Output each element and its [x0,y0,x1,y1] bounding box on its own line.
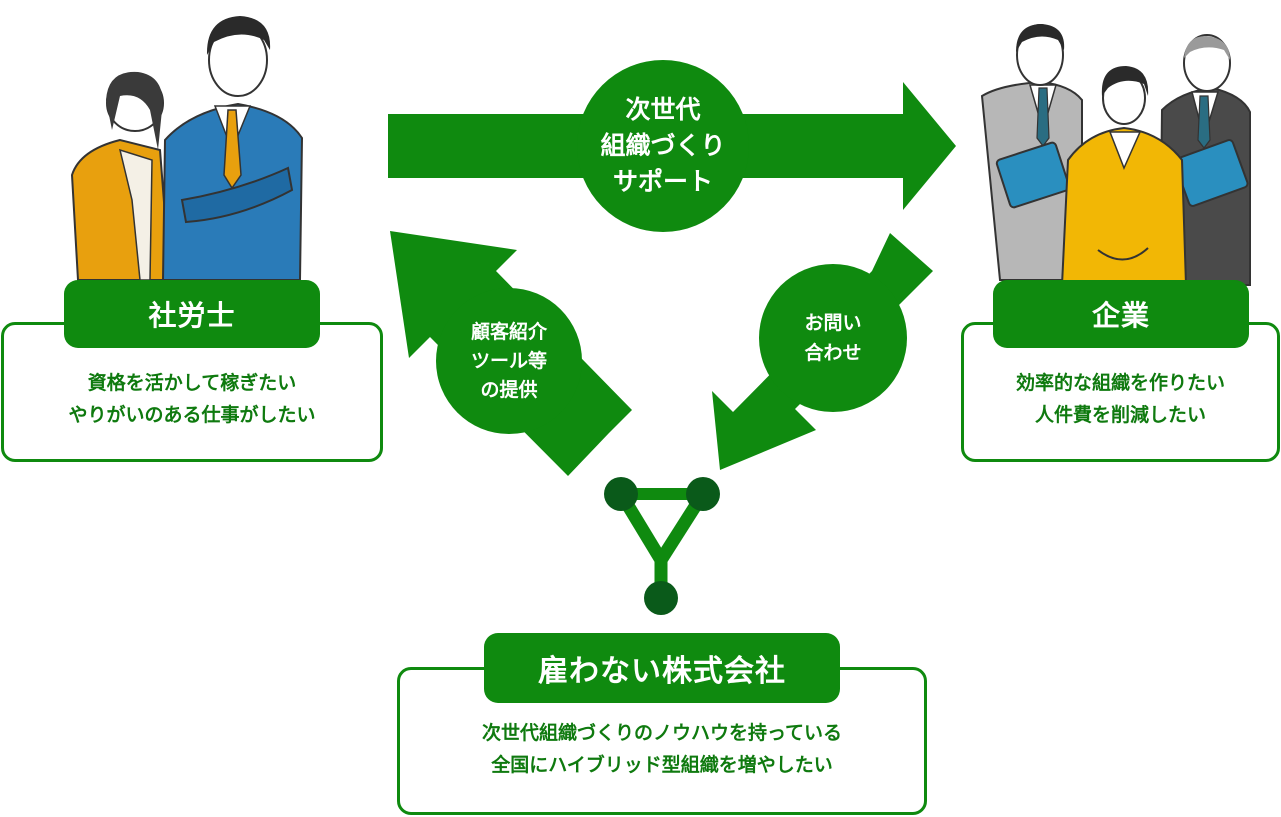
yatowanai-line-2: 全国にハイブリッド型組織を増やしたい [491,754,833,776]
yatowanai-label: 雇わない株式会社 [484,633,840,703]
flow-left-line-2: ツール等 [470,349,547,372]
flow-right-text: お問い 合わせ [770,290,896,386]
flow-top-line-2: 組織づくり [600,131,726,160]
sharoushi-line-1: 資格を活かして稼ぎたい [87,372,297,394]
company-people-illustration [980,24,1251,286]
flow-right-line-1: お問い [804,312,862,334]
company-label: 企業 [993,280,1249,348]
company-line-1: 効率的な組織を作りたい [1015,372,1225,394]
company-line-2: 人件費を削減したい [1034,404,1206,426]
flow-left-line-1: 顧客紹介 [470,320,547,343]
circle-left [436,288,582,434]
sharoushi-line-2: やりがいのある仕事がしたい [68,404,316,426]
flow-right-line-2: 合わせ [804,342,862,364]
sharoushi-people-illustration [70,16,304,281]
circle-top [577,60,749,232]
flow-top-text: 次世代 組織づくり サポート [583,76,743,216]
flow-left-text: 顧客紹介 ツール等 の提供 [444,300,574,422]
flow-top-line-1: 次世代 [625,95,701,124]
circle-right [759,264,907,412]
flow-top-line-3: サポート [612,167,713,196]
y-network-logo-icon [604,477,720,615]
yatowanai-line-1: 次世代組織づくりのノウハウを持っている [481,722,843,744]
sharoushi-label: 社労士 [64,280,320,348]
flow-left-line-3: の提供 [480,378,538,401]
